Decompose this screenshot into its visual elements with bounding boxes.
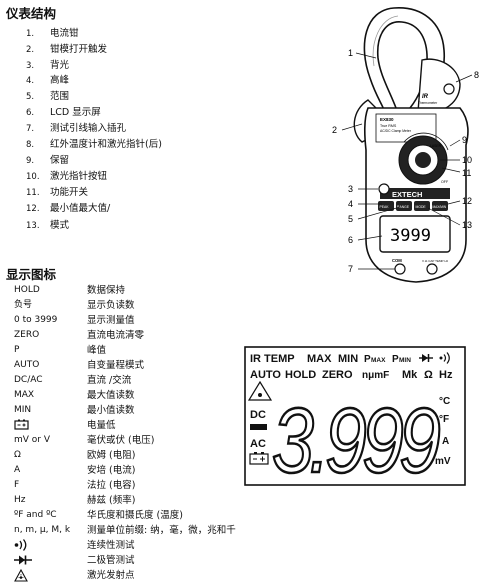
lcd-pmax-p: P (364, 354, 371, 365)
lcd-display-diagram: IR TEMP MAX MIN P MAX P MIN AUTO HOLD ZE… (244, 346, 466, 486)
battery-icon (14, 419, 94, 435)
callout-3: 3 (348, 184, 353, 194)
meter-body (353, 7, 469, 283)
model-label: EX830 (380, 117, 394, 122)
callout-7: 7 (348, 264, 353, 274)
lcd-dc: DC (250, 409, 266, 421)
lcd-auto: AUTO (250, 369, 281, 381)
lcd-mk: Mk (402, 369, 418, 381)
continuity-icon (14, 539, 94, 556)
callout-8: 8 (474, 70, 479, 80)
callout-leaders (341, 52, 473, 270)
meter-labels: EX830 True RMS AC/DC Clamp Meter IR Ther… (380, 94, 449, 263)
subtitle2-label: AC/DC Clamp Meter (380, 129, 412, 133)
brand-label: EXTECH (392, 190, 422, 199)
maxmin-button[interactable]: MAX/MIN (433, 205, 447, 209)
lcd-unit-f: °F (439, 414, 449, 425)
list-item: 9.保留 (26, 155, 70, 166)
list-item: 8.红外温度计和激光指针(后) (26, 139, 162, 150)
callout-numbers: 1 2 3 4 5 6 7 8 9 10 11 12 13 (332, 48, 479, 274)
lcd-hz: Hz (439, 369, 453, 381)
list-item: 7.测试引线输入插孔 (26, 123, 127, 134)
lcd-laser-warning-icon (247, 380, 273, 401)
callout-1: 1 (348, 48, 353, 58)
list-item: 12.最小值最大值/ (26, 203, 111, 214)
callout-11: 11 (462, 168, 471, 178)
list-item: 11.功能开关 (26, 187, 89, 198)
lcd-pmin-sub: MIN (399, 357, 411, 364)
display-icons-section-title: 显示图标 (6, 267, 57, 282)
range-button[interactable]: RANGE (397, 205, 410, 209)
lcd-main-digits: 3.999 (272, 390, 440, 486)
com-jack-label: COM (392, 258, 402, 263)
callout-2: 2 (332, 125, 337, 135)
lcd-negative-sign (250, 424, 267, 430)
lcd-unit-a: A (442, 436, 449, 447)
lcd-diode-icon (419, 354, 433, 362)
lcd-ac: AC (250, 438, 266, 450)
ir-label: IR (422, 94, 429, 100)
list-item: 3.背光 (26, 60, 70, 71)
laser-label: LASER (430, 144, 442, 148)
lcd-ir-temp: IR TEMP (250, 353, 295, 365)
list-item: 4.高峰 (26, 75, 70, 86)
list-item: 13.模式 (26, 220, 70, 231)
v-jack-label: V·Ω·CAP TEMP·Hz (422, 259, 449, 263)
callout-4: 4 (348, 199, 353, 209)
lcd-battery-icon (249, 452, 269, 465)
diode-icon (14, 554, 94, 571)
list-item: 2.钳模打开触发 (26, 44, 108, 55)
lcd-frame (244, 346, 466, 486)
lcd-max: MAX (307, 353, 332, 365)
off-label: OFF (441, 180, 449, 184)
lcd-pmax-sub: MAX (371, 357, 386, 364)
lcd-ohm: Ω (424, 369, 433, 381)
ir-sub-label: Thermometer (418, 101, 438, 105)
meter-lcd-reading: 3999 (390, 226, 431, 246)
peak-button[interactable]: PEAK (380, 205, 390, 209)
lcd-unit-c: °C (439, 396, 450, 407)
lcd-zero: ZERO (322, 369, 353, 381)
callout-13: 13 (462, 220, 472, 230)
list-item: 6.LCD 显示屏 (26, 107, 101, 118)
callout-12: 12 (462, 196, 472, 206)
callout-10: 10 (462, 155, 472, 165)
subtitle-label: True RMS (380, 124, 397, 128)
list-item: 1.电流钳 (26, 28, 79, 39)
list-item: 10.激光指针按钮 (26, 171, 108, 182)
lcd-pmin-p: P (392, 354, 399, 365)
lcd-unit-mv: mV (435, 456, 451, 467)
lcd-min: MIN (338, 353, 358, 365)
list-item: 5.范围 (26, 91, 70, 102)
callout-5: 5 (348, 214, 353, 224)
lcd-prefixes: nμmF (362, 370, 389, 381)
lcd-continuity-icon (439, 352, 450, 364)
mode-button[interactable]: MODE (416, 205, 427, 209)
lcd-hold: HOLD (285, 369, 316, 381)
laser-warning-icon (14, 568, 94, 586)
parts-section-title: 仪表结构 (6, 6, 57, 21)
callout-6: 6 (348, 235, 353, 245)
clamp-meter-diagram: EX830 True RMS AC/DC Clamp Meter IR Ther… (332, 7, 479, 283)
callout-9: 9 (462, 135, 467, 145)
